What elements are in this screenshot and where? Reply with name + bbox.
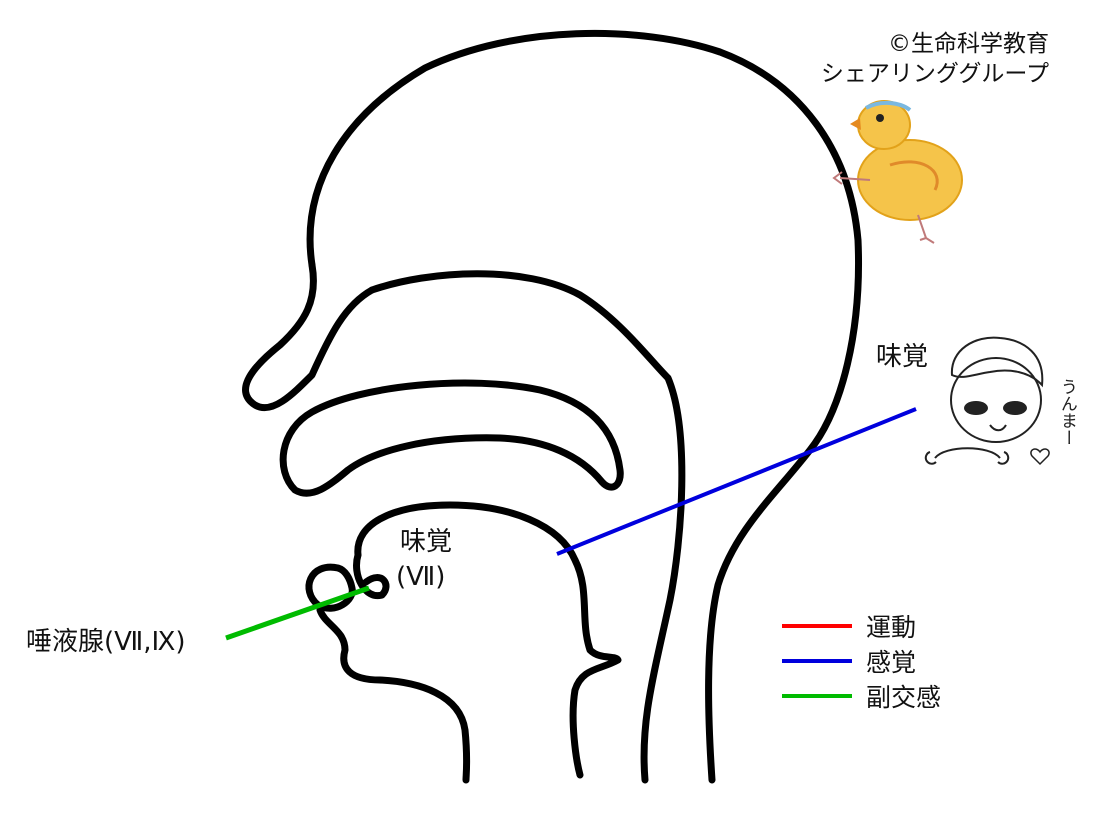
boy-hair <box>950 336 1044 388</box>
sensory-taste-line <box>556 407 917 556</box>
copyright-notice: ©生命科学教育 シェアリンググループ <box>821 30 1049 90</box>
upper-lip <box>353 551 390 600</box>
boy-eye-left <box>964 401 988 415</box>
legend-swatch-parasympathetic <box>782 693 852 698</box>
legend-swatch-motor <box>782 623 852 628</box>
boy-speech: うんまー <box>1056 378 1077 446</box>
chick-illustration <box>832 100 963 244</box>
chick-eye <box>876 114 884 122</box>
boy-mouth <box>989 424 1007 432</box>
chick-headband <box>865 101 912 112</box>
copyright-line-2: シェアリンググループ <box>820 60 1049 87</box>
label-taste-tongue-nerve: (Ⅶ) <box>396 562 446 592</box>
legend: 運動 感覚 副交感 <box>782 608 941 713</box>
chick-leg-back <box>917 214 935 244</box>
boy-face <box>950 357 1042 443</box>
boy-eye-right <box>1003 401 1027 415</box>
chick-beak <box>850 118 861 130</box>
chick-leg-front <box>832 171 871 185</box>
chick-body <box>857 139 963 221</box>
boy-speech-text: うんまー <box>1052 378 1080 451</box>
label-salivary-glands: 唾液腺(Ⅶ,Ⅸ) <box>26 627 186 657</box>
chick-wing <box>889 160 939 191</box>
chin-neck <box>316 606 471 784</box>
legend-label-sensory: 感覚 <box>866 647 917 677</box>
palate <box>279 379 624 497</box>
lower-lip <box>305 563 356 612</box>
legend-row-motor: 運動 <box>782 608 941 643</box>
tongue-and-chin <box>354 501 622 779</box>
nose-outline <box>242 261 376 412</box>
nasal-cavity-roof <box>368 270 686 784</box>
legend-row-sensory: 感覚 <box>782 643 941 678</box>
boy-bone-food <box>924 447 1010 465</box>
legend-label-motor: 運動 <box>866 612 917 642</box>
copyright-line-1: ©生命科学教育 <box>888 31 1049 57</box>
label-taste-right: 味覚 <box>876 342 929 372</box>
boy-illustration <box>924 336 1050 466</box>
chick-head <box>857 100 911 150</box>
head-outline <box>306 29 862 784</box>
legend-row-parasympathetic: 副交感 <box>782 678 941 713</box>
parasympathetic-salivary-line <box>225 585 370 641</box>
heart-icon <box>1030 448 1050 466</box>
legend-label-parasympathetic: 副交感 <box>866 682 942 712</box>
label-taste-tongue: 味覚 <box>400 527 453 557</box>
legend-swatch-sensory <box>782 658 852 663</box>
